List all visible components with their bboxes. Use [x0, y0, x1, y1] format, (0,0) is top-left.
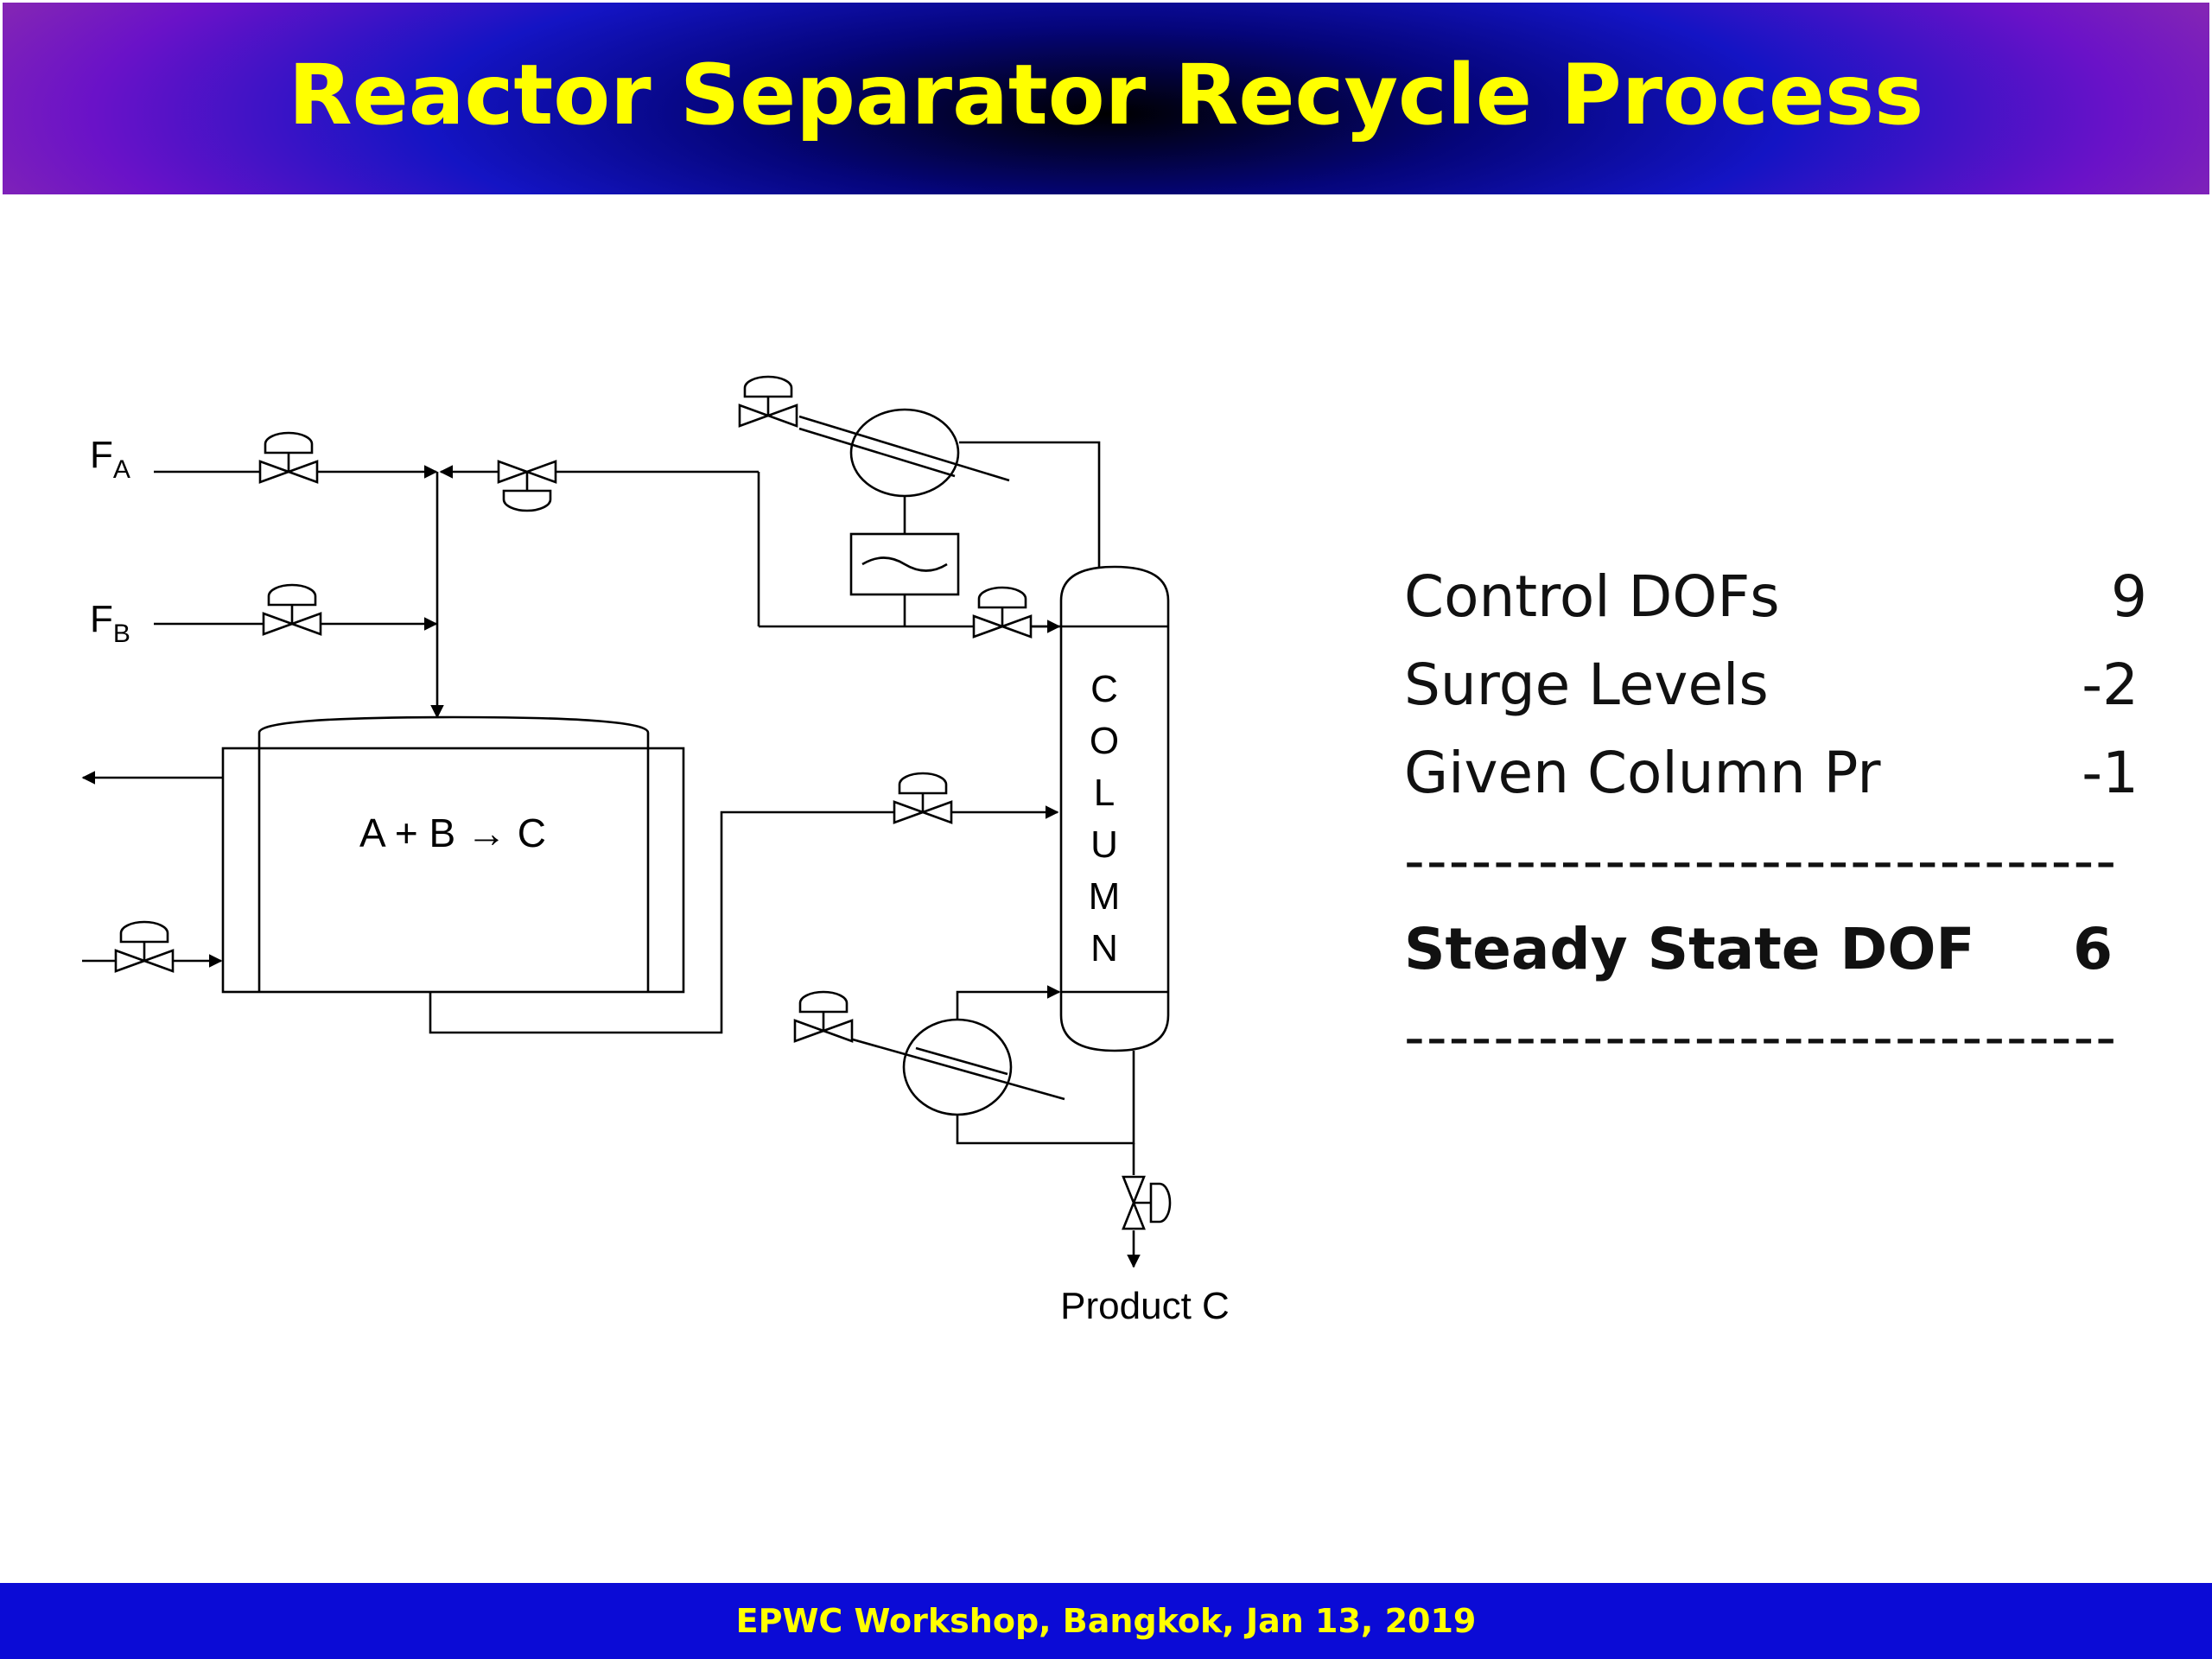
bottoms-line: [956, 1051, 1141, 1268]
footer-bar: EPWC Workshop, Bangkok, Jan 13, 2019: [0, 1583, 2212, 1659]
feed-b-label: FB: [90, 598, 130, 648]
dof-total-value: 6: [2073, 916, 2113, 982]
column-letter: L: [1094, 772, 1115, 814]
dof-row-value: -1: [2082, 740, 2139, 806]
coolant-valve[interactable]: [114, 920, 175, 973]
dof-row-label: Surge Levels: [1404, 652, 1769, 718]
product-label: Product C: [1060, 1285, 1230, 1327]
reflux-drum: [849, 532, 960, 626]
dof-row-label: Given Column Pr: [1404, 740, 1881, 806]
dof-table: Control DOFs 9 Surge Levels -2 Given Col…: [1404, 553, 2164, 1082]
divider-line: --------------------------------: [1404, 1004, 2119, 1071]
divider-line: --------------------------------: [1404, 828, 2119, 894]
recycle-valve[interactable]: [497, 460, 557, 512]
footer-text: EPWC Workshop, Bangkok, Jan 13, 2019: [735, 1602, 1477, 1640]
dof-row-value: 9: [2111, 563, 2147, 630]
dof-row: Given Column Pr -1: [1404, 729, 2164, 817]
reactor-effluent-line: [429, 805, 1059, 1034]
distillation-column: [1059, 565, 1170, 1052]
column-letter: N: [1090, 927, 1118, 969]
dof-row-value: -2: [2082, 652, 2139, 718]
boilup-line: [956, 985, 1061, 1020]
condenser: [798, 408, 1010, 534]
column-feed-valve[interactable]: [893, 772, 953, 824]
product-valve[interactable]: [1122, 1175, 1172, 1230]
dof-total-label: Steady State DOF: [1404, 916, 1975, 982]
process-flow-diagram: FA FB A + B → C C O L U M N Product C: [81, 375, 1230, 1327]
reflux-valve[interactable]: [972, 586, 1033, 639]
reboiler-steam-valve[interactable]: [793, 990, 854, 1043]
column-letter: O: [1090, 720, 1119, 762]
dof-row: Surge Levels -2: [1404, 641, 2164, 729]
column-letter: U: [1090, 823, 1118, 866]
dof-row-label: Control DOFs: [1404, 563, 1780, 630]
reboiler: [830, 1018, 1065, 1116]
column-letter: C: [1090, 668, 1118, 710]
column-letter: M: [1089, 875, 1121, 918]
feed-b-valve[interactable]: [262, 583, 322, 636]
condenser-coolant-valve[interactable]: [738, 375, 798, 428]
dof-row: Control DOFs 9: [1404, 553, 2164, 641]
feed-a-valve[interactable]: [258, 431, 319, 484]
slide-title: Reactor Separator Recycle Process: [288, 47, 1924, 143]
title-bar: Reactor Separator Recycle Process: [3, 3, 2209, 194]
feed-a-label: FA: [90, 434, 130, 484]
overhead-vapor-line: [959, 441, 1101, 567]
reaction-label: A + B → C: [359, 810, 546, 855]
column-label: C O L U M N: [1089, 668, 1121, 969]
dof-total-row: Steady State DOF 6: [1404, 906, 2164, 994]
reactor-vessel: [221, 715, 685, 994]
